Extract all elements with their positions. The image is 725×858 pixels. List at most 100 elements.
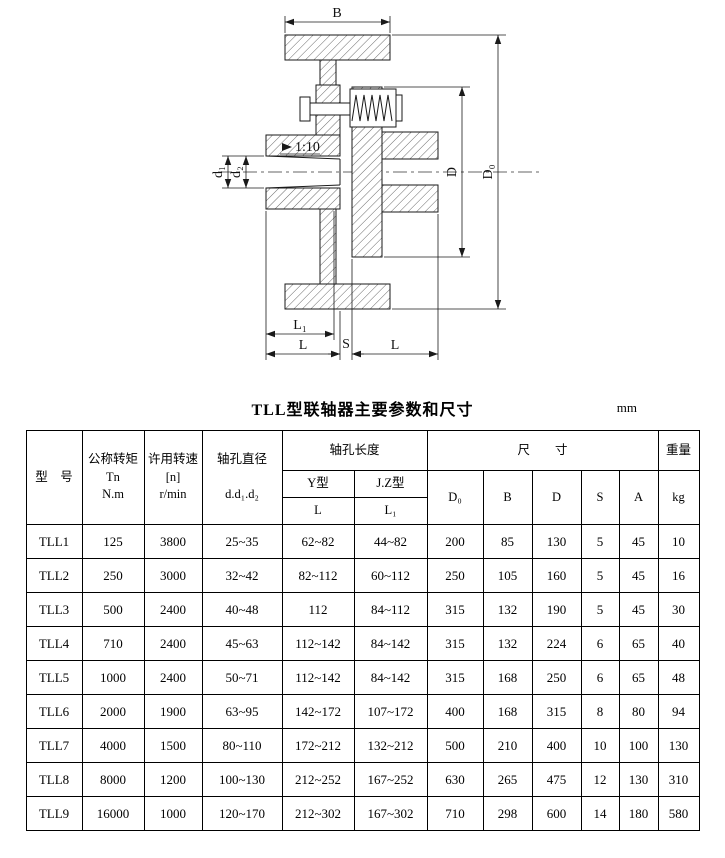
cell-torque: 4000 bbox=[81, 728, 145, 763]
dimension-D: D bbox=[384, 86, 470, 258]
technical-drawing: B d₁ d₂ 1:10 D bbox=[0, 0, 725, 378]
cell-model: TLL9 bbox=[25, 796, 83, 831]
cell-speed: 3000 bbox=[143, 558, 203, 593]
cell-L1: 84~142 bbox=[353, 626, 428, 661]
spring-zigzag bbox=[351, 94, 393, 122]
table-title: TLL型联轴器主要参数和尺寸 bbox=[251, 402, 474, 419]
cell-D: 224 bbox=[531, 626, 582, 661]
dimension-d1-d2: d₁ d₂ bbox=[211, 155, 264, 189]
col-header-S: S bbox=[580, 470, 620, 525]
cell-weight: 580 bbox=[657, 796, 700, 831]
dim-label-D0: D₀ bbox=[481, 164, 496, 179]
cell-speed: 2400 bbox=[143, 660, 203, 695]
spring-block bbox=[349, 88, 397, 128]
col-header-weight-unit: kg bbox=[657, 470, 700, 525]
cell-speed: 2400 bbox=[143, 592, 203, 627]
cell-bore_diameter: 100~130 bbox=[201, 762, 283, 797]
header-line: Tn bbox=[106, 469, 120, 484]
header-row-2: Y型 J.Z型 D₀ B D S A kg bbox=[26, 470, 700, 525]
cell-D0: 250 bbox=[426, 558, 484, 593]
coupling-drawing: B d₁ d₂ 1:10 D bbox=[211, 6, 542, 360]
hub-right-upper bbox=[381, 131, 439, 160]
cell-L1: 60~112 bbox=[353, 558, 428, 593]
hub-right-lower bbox=[381, 184, 439, 213]
dim-label-L-left: L bbox=[299, 338, 308, 353]
dimension-D0: D₀ bbox=[392, 34, 506, 310]
cell-B: 168 bbox=[482, 694, 533, 729]
cell-A: 80 bbox=[618, 694, 659, 729]
header-line: 许用转速 bbox=[147, 452, 198, 467]
cell-L: 142~172 bbox=[281, 694, 355, 729]
dimension-B: B bbox=[284, 6, 391, 33]
cell-D0: 630 bbox=[426, 762, 484, 797]
col-header-L: L bbox=[281, 497, 355, 525]
bolt-and-spring-element bbox=[299, 88, 403, 128]
cell-weight: 40 bbox=[657, 626, 700, 661]
col-header-bore-length: 轴孔长度 bbox=[281, 430, 428, 471]
cell-weight: 10 bbox=[657, 524, 700, 559]
cell-L1: 44~82 bbox=[353, 524, 428, 559]
dim-label-d1: d₁ bbox=[211, 166, 226, 178]
cell-bore_diameter: 63~95 bbox=[201, 694, 283, 729]
cell-A: 45 bbox=[618, 592, 659, 627]
cell-bore_diameter: 25~35 bbox=[201, 524, 283, 559]
cell-bore_diameter: 32~42 bbox=[201, 558, 283, 593]
cell-A: 45 bbox=[618, 558, 659, 593]
cell-D0: 500 bbox=[426, 728, 484, 763]
cell-torque: 710 bbox=[81, 626, 145, 661]
cell-S: 12 bbox=[580, 762, 620, 797]
cell-D: 600 bbox=[531, 796, 582, 831]
col-header-A: A bbox=[618, 470, 659, 525]
cell-L: 112 bbox=[281, 592, 355, 627]
header-line: 轴孔直径 bbox=[216, 452, 267, 467]
header-line: r/min bbox=[159, 487, 187, 502]
cell-model: TLL1 bbox=[25, 524, 83, 559]
cell-A: 180 bbox=[618, 796, 659, 831]
cell-weight: 130 bbox=[657, 728, 700, 763]
cell-L: 112~142 bbox=[281, 660, 355, 695]
cell-A: 65 bbox=[618, 660, 659, 695]
cell-D0: 400 bbox=[426, 694, 484, 729]
cell-D0: 200 bbox=[426, 524, 484, 559]
dim-label-D: D bbox=[445, 167, 460, 177]
cell-torque: 8000 bbox=[81, 762, 145, 797]
web-lower bbox=[319, 208, 337, 285]
cell-torque: 250 bbox=[81, 558, 145, 593]
cell-bore_diameter: 45~63 bbox=[201, 626, 283, 661]
cell-B: 85 bbox=[482, 524, 533, 559]
table-header: 型 号 公称转矩 Tn N.m 许用转速 [n] r/min 轴孔直径 d.d₁… bbox=[25, 430, 700, 525]
cell-L: 112~142 bbox=[281, 626, 355, 661]
col-header-bore-diameter: 轴孔直径 d.d₁.d₂ bbox=[201, 430, 283, 525]
taper-label: 1:10 bbox=[295, 140, 320, 155]
cell-L1: 167~302 bbox=[353, 796, 428, 831]
cell-L1: 84~112 bbox=[353, 592, 428, 627]
cell-L: 212~252 bbox=[281, 762, 355, 797]
cell-D0: 710 bbox=[426, 796, 484, 831]
cell-B: 298 bbox=[482, 796, 533, 831]
cell-weight: 30 bbox=[657, 592, 700, 627]
cell-torque: 1000 bbox=[81, 660, 145, 695]
cell-bore_diameter: 120~170 bbox=[201, 796, 283, 831]
bore-taper-bottom bbox=[265, 184, 341, 189]
cell-L1: 167~252 bbox=[353, 762, 428, 797]
cell-model: TLL7 bbox=[25, 728, 83, 763]
cell-speed: 2400 bbox=[143, 626, 203, 661]
header-row-3: L L₁ bbox=[26, 497, 699, 525]
dim-label-B: B bbox=[332, 6, 341, 21]
cell-weight: 16 bbox=[657, 558, 700, 593]
cell-D0: 315 bbox=[426, 626, 484, 661]
cell-L: 212~302 bbox=[281, 796, 355, 831]
cell-speed: 1500 bbox=[143, 728, 203, 763]
cell-B: 265 bbox=[482, 762, 533, 797]
cell-L1: 84~142 bbox=[353, 660, 428, 695]
bolt-shank bbox=[309, 102, 351, 116]
dim-label-L1: L₁ bbox=[293, 318, 306, 333]
header-line: [n] bbox=[165, 469, 181, 484]
